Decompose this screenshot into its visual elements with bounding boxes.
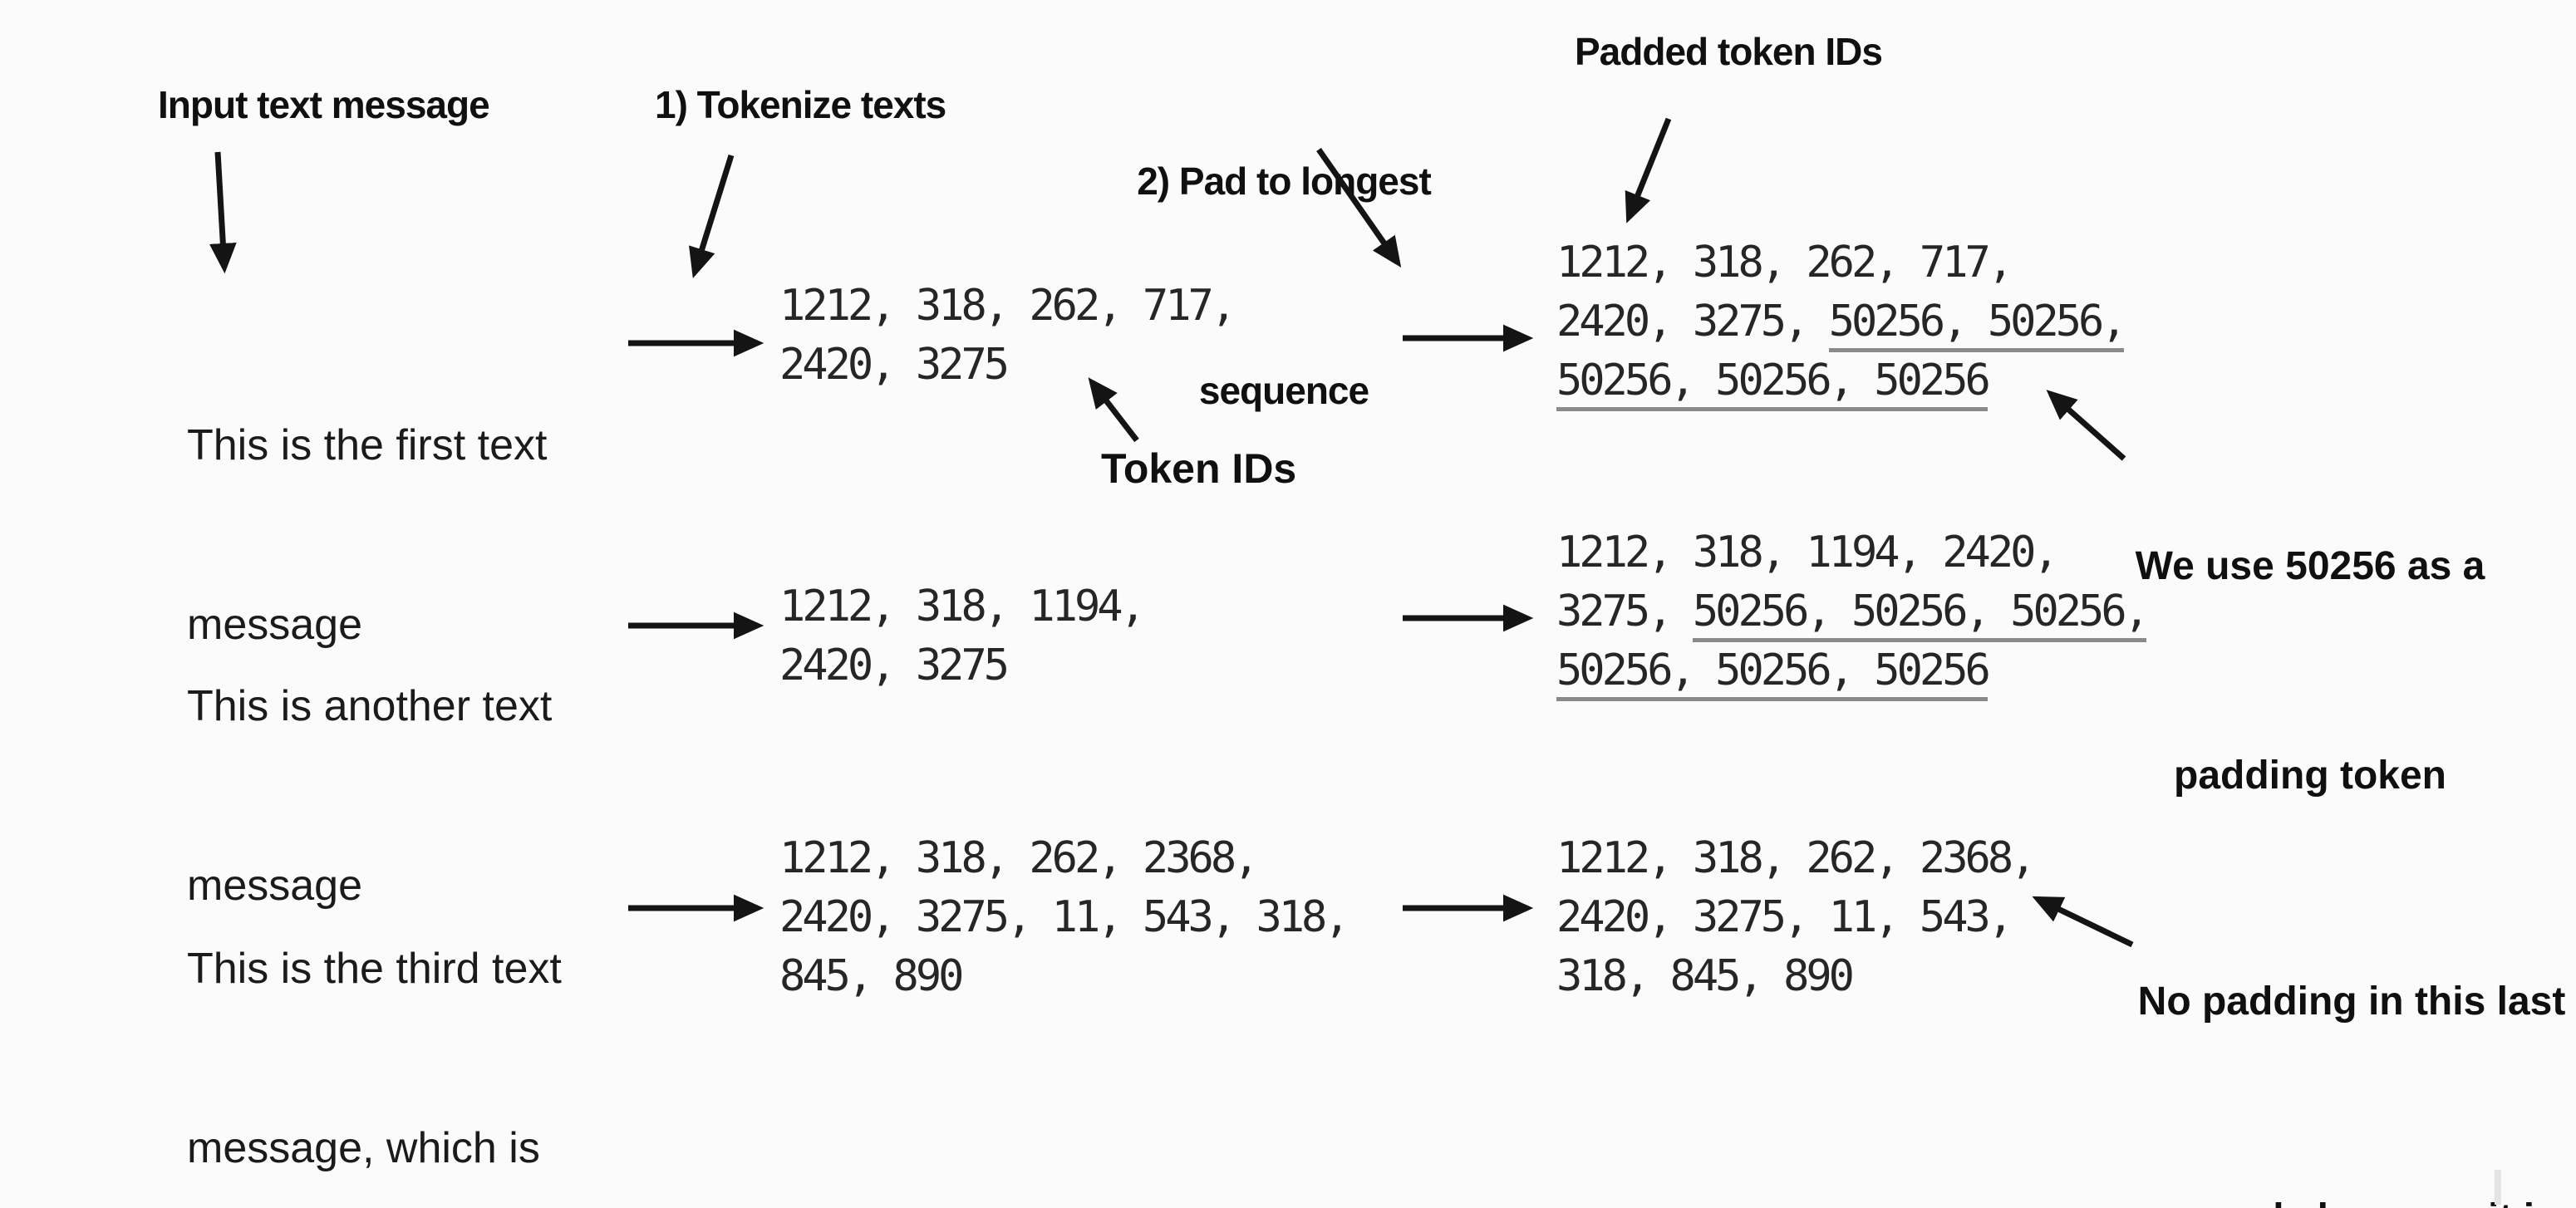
header-input-text-message: Input text message xyxy=(158,83,490,126)
input-message-2: This is another text message xyxy=(187,557,552,1035)
input-message-1: This is the first text message xyxy=(187,296,547,774)
token-ids-3-line3: 845, 890 xyxy=(779,951,964,1001)
annotation-no-padding-line1: No padding in this last xyxy=(2137,980,2566,1024)
token-ids-1: 1212, 318, 262, 717, 2420, 3275 xyxy=(779,277,1236,395)
input-message-1-line1: This is the first text xyxy=(187,421,548,469)
padded-token-ids-2-line3: 50256, 50256, 50256 xyxy=(1556,641,2146,701)
padding-tokens-underlined: 50256, 50256, xyxy=(1828,297,2127,352)
token-ids-2-line1: 1212, 318, 1194, xyxy=(779,582,1146,631)
annotation-no-padding: No padding in this last example because … xyxy=(2127,821,2576,1208)
padded-token-ids-2: 1212, 318, 1194, 2420, 3275, 50256, 5025… xyxy=(1556,523,2150,701)
annotation-no-padding-line2: example because it is xyxy=(2127,1182,2576,1208)
page-edge-artifact xyxy=(2495,1170,2501,1205)
padding-tokens-underlined: 50256, 50256, 50256 xyxy=(1556,646,1991,701)
token-ids-3-line2: 2420, 3275, 11, 543, 318, xyxy=(779,892,1350,942)
arrow-padded-label-to-row1 xyxy=(1625,117,1672,223)
token-ids-1-line2: 2420, 3275 xyxy=(779,340,1010,390)
input-message-2-line2: message xyxy=(187,862,362,910)
header-pad-line2: sequence xyxy=(1198,369,1369,412)
padded-token-ids-3: 1212, 318, 262, 2368, 2420, 3275, 11, 54… xyxy=(1556,829,2036,1006)
input-message-3: This is the third text message, which is… xyxy=(187,819,562,1208)
token-ids-3-line1: 1212, 318, 262, 2368, xyxy=(779,833,1259,883)
token-ids-2-line2: 2420, 3275 xyxy=(779,641,1010,690)
arrow-tokenize-label-to-row1 xyxy=(689,154,735,278)
arrow-input-label-to-row1 xyxy=(209,151,237,274)
padded-token-ids-1-line3: 50256, 50256, 50256 xyxy=(1556,351,2124,411)
padded-token-ids-1-line2: 2420, 3275, 50256, 50256, xyxy=(1556,292,2127,352)
padded-token-ids-3-line2: 2420, 3275, 11, 543, xyxy=(1556,892,2013,942)
arrow-pad-label-to-row1 xyxy=(1316,147,1402,268)
input-message-1-line2: message xyxy=(187,601,362,649)
padded-token-ids-1-line1: 1212, 318, 262, 717, xyxy=(1556,238,2013,287)
padded-token-ids-3-line1: 1212, 318, 262, 2368, xyxy=(1556,833,2036,883)
padded-token-ids-1: 1212, 318, 262, 717, 2420, 3275, 50256, … xyxy=(1556,233,2127,411)
annotation-padding-line2: padding token xyxy=(2174,754,2446,798)
arrow-padding-annotation xyxy=(2046,390,2126,461)
arrow-no-padding-annotation xyxy=(2032,896,2134,948)
padded-token-ids-3-line3: 318, 845, 890 xyxy=(1556,951,1855,1001)
header-pad-to-longest: 2) Pad to longest sequence xyxy=(1122,7,1446,565)
padding-tokens-underlined: 50256, 50256, 50256, xyxy=(1692,587,2150,642)
figure-caption-line1: 图 6.6 输入文本的预处理流程。首先，每条输入文本消息被转换为一个 token… xyxy=(7,1200,2574,1208)
token-ids-2: 1212, 318, 1194, 2420, 3275 xyxy=(779,577,1146,695)
annotation-padding-line1: We use 50256 as a xyxy=(2135,544,2485,588)
padded-token-ids-2-line1: 1212, 318, 1194, 2420, xyxy=(1556,528,2059,577)
annotation-token-ids: Token IDs xyxy=(1101,445,1297,492)
figure-caption: 图 6.6 输入文本的预处理流程。首先，每条输入文本消息被转换为一个 token… xyxy=(7,1057,2574,1208)
input-message-2-line1: This is another text xyxy=(187,682,553,730)
header-pad-line1: 2) Pad to longest xyxy=(1137,160,1432,203)
annotation-padding-token: We use 50256 as a padding token xyxy=(2102,392,2518,950)
padding-tokens-underlined: 50256, 50256, 50256 xyxy=(1556,356,1991,411)
token-ids-1-line1: 1212, 318, 262, 717, xyxy=(779,281,1236,331)
token-ids-3: 1212, 318, 262, 2368, 2420, 3275, 11, 54… xyxy=(779,829,1350,1006)
input-message-3-line2: message, which is xyxy=(187,1124,540,1172)
header-tokenize-texts: 1) Tokenize texts xyxy=(655,83,946,126)
arrow-token-ids-annotation xyxy=(1088,377,1139,443)
padded-token-ids-2-line2: 3275, 50256, 50256, 50256, xyxy=(1556,582,2150,642)
header-padded-token-ids: Padded token IDs xyxy=(1575,30,1883,73)
input-message-3-line1: This is the third text xyxy=(187,945,562,993)
